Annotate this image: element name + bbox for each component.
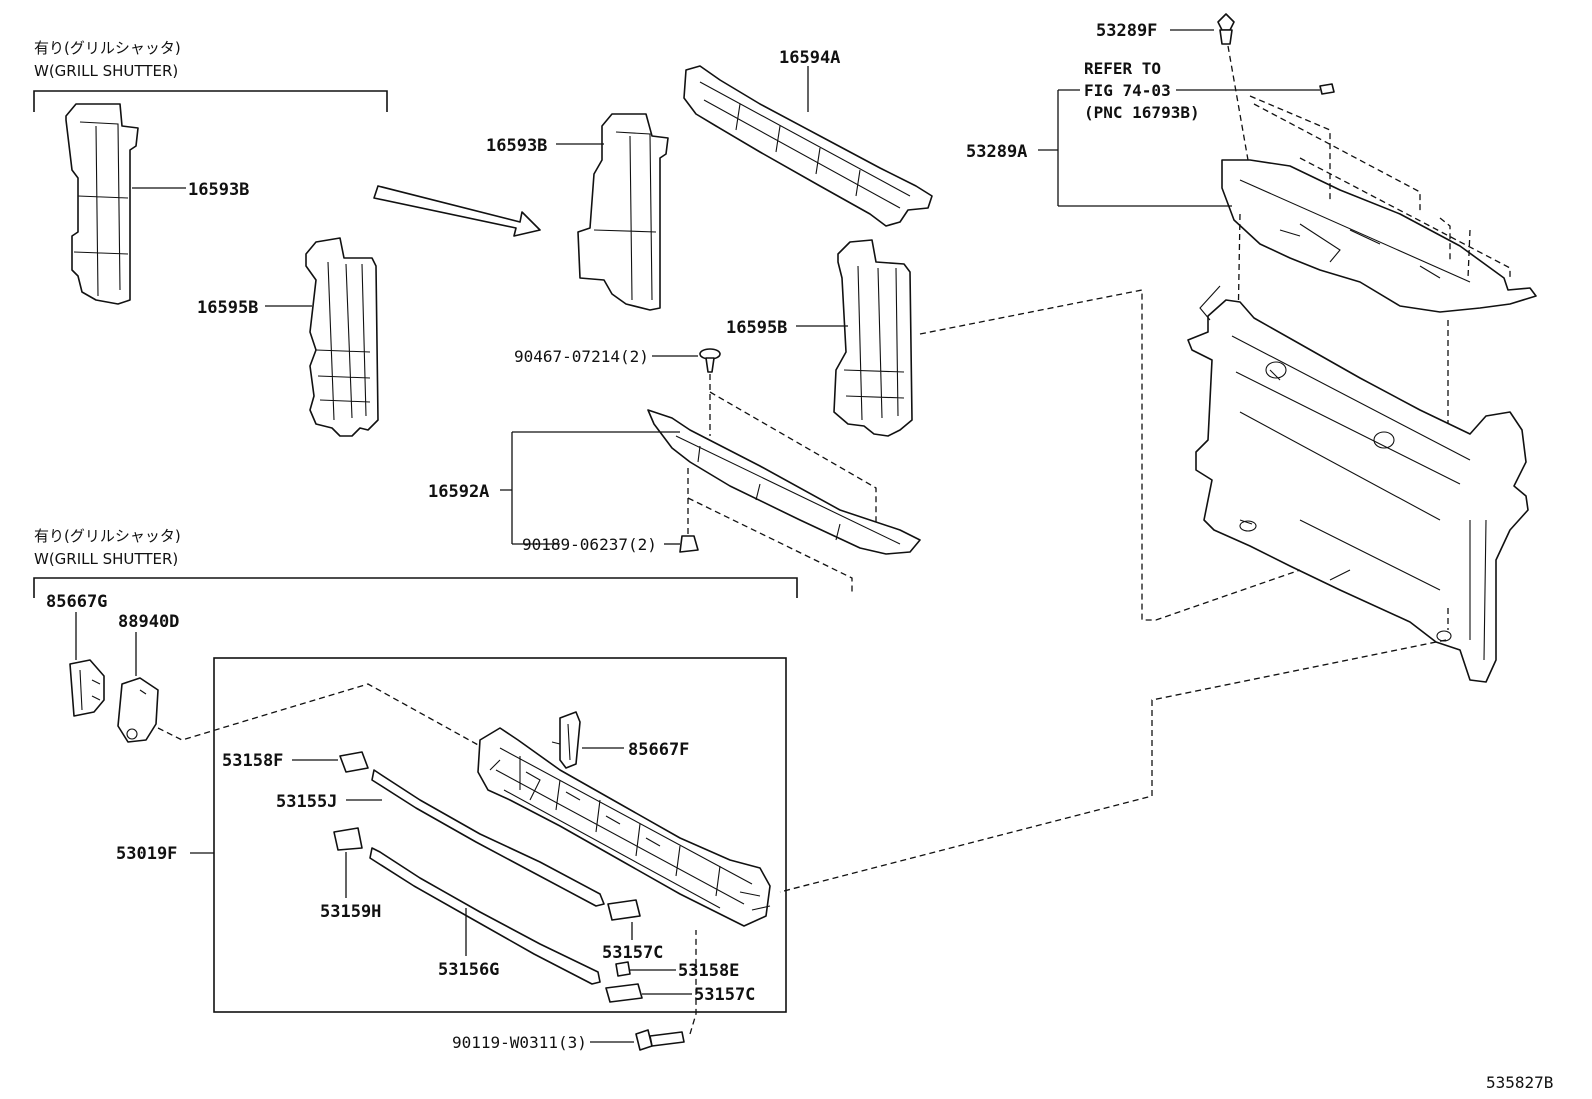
part-16594A[interactable] <box>683 65 933 227</box>
dash-90119 <box>689 930 697 1035</box>
label-53158E[interactable]: 53158E <box>678 961 739 981</box>
leader-16592A <box>500 431 680 545</box>
part-85667G[interactable] <box>69 659 105 717</box>
part-53156G[interactable] <box>369 847 601 985</box>
part-16592A[interactable] <box>647 409 921 555</box>
note-top-en: W(GRILL SHUTTER) <box>34 62 178 80</box>
refer-line2: FIG 74-03 <box>1084 81 1171 100</box>
grill-shutter-note-top: 有り(グリルシャッタ) W(GRILL SHUTTER) <box>33 39 388 112</box>
part-88940D[interactable] <box>117 677 159 743</box>
assembly-frame-53019F <box>213 657 787 1013</box>
label-53155J[interactable]: 53155J <box>276 792 337 812</box>
part-16593B-right[interactable] <box>577 113 669 311</box>
note-bottom-bracket <box>33 577 798 598</box>
part-53157C-lower[interactable] <box>605 983 643 1003</box>
part-53157C-upper[interactable] <box>607 899 641 921</box>
part-90467-clip[interactable] <box>699 348 721 373</box>
dash-support-bumper <box>779 608 1449 893</box>
label-53019F[interactable]: 53019F <box>116 844 177 864</box>
label-53157C-upper[interactable]: 53157C <box>602 943 663 963</box>
part-16593B-left[interactable] <box>65 103 139 305</box>
refer-note: REFER TO FIG 74-03 (PNC 16793B) <box>1084 59 1200 122</box>
label-88940D[interactable]: 88940D <box>118 612 179 632</box>
part-85667F[interactable] <box>551 711 581 769</box>
part-16595B-left[interactable] <box>305 237 379 437</box>
dash-90189 <box>687 468 853 592</box>
direction-arrow <box>373 185 541 237</box>
part-radiator-support[interactable] <box>1187 285 1529 683</box>
note-bottom-en: W(GRILL SHUTTER) <box>34 550 178 568</box>
label-53157C-lower[interactable]: 53157C <box>694 985 755 1005</box>
label-53158F[interactable]: 53158F <box>222 751 283 771</box>
part-90189-clip[interactable] <box>679 535 699 553</box>
part-53289F-clip[interactable] <box>1217 13 1235 45</box>
dash-88940D <box>157 683 481 747</box>
refer-clip <box>1319 83 1335 95</box>
note-bottom-jp: 有り(グリルシャッタ) <box>34 527 181 545</box>
part-53158E[interactable] <box>615 961 631 977</box>
note-top-bracket <box>33 90 388 112</box>
dash-90467-box <box>709 391 877 536</box>
label-16593B-right[interactable]: 16593B <box>486 136 547 156</box>
leader-53289A <box>1038 89 1232 207</box>
label-53289A[interactable]: 53289A <box>966 142 1027 162</box>
part-grille-shutter[interactable] <box>477 727 771 927</box>
part-53158F[interactable] <box>339 751 369 773</box>
part-16595B-right[interactable] <box>833 239 913 437</box>
dash-53289A <box>1237 95 1511 444</box>
label-16595B-right[interactable]: 16595B <box>726 318 787 338</box>
label-90467[interactable]: 90467-07214(2) <box>514 347 649 366</box>
label-53289F[interactable]: 53289F <box>1096 21 1157 41</box>
part-90119-bolt[interactable] <box>635 1029 685 1051</box>
label-53159H[interactable]: 53159H <box>320 902 381 922</box>
label-16595B-left[interactable]: 16595B <box>197 298 258 318</box>
label-90189[interactable]: 90189-06237(2) <box>522 535 657 554</box>
figure-id: 535827B <box>1486 1073 1553 1092</box>
part-53155J[interactable] <box>371 769 605 907</box>
label-85667F[interactable]: 85667F <box>628 740 689 760</box>
note-top-jp: 有り(グリルシャッタ) <box>34 39 181 57</box>
label-85667G[interactable]: 85667G <box>46 592 107 612</box>
refer-line1: REFER TO <box>1084 59 1161 78</box>
dash-support-left <box>919 289 1301 621</box>
label-90119[interactable]: 90119-W0311(3) <box>452 1033 587 1052</box>
dash-53289F <box>1227 45 1249 161</box>
label-16592A[interactable]: 16592A <box>428 482 489 502</box>
label-16593B-left[interactable]: 16593B <box>188 180 249 200</box>
part-53289A[interactable] <box>1221 159 1537 313</box>
refer-line3: (PNC 16793B) <box>1084 103 1200 122</box>
part-53159H[interactable] <box>333 827 363 851</box>
grill-shutter-note-bottom: 有り(グリルシャッタ) W(GRILL SHUTTER) <box>33 527 798 598</box>
label-16594A[interactable]: 16594A <box>779 48 840 68</box>
label-53156G[interactable]: 53156G <box>438 960 499 980</box>
